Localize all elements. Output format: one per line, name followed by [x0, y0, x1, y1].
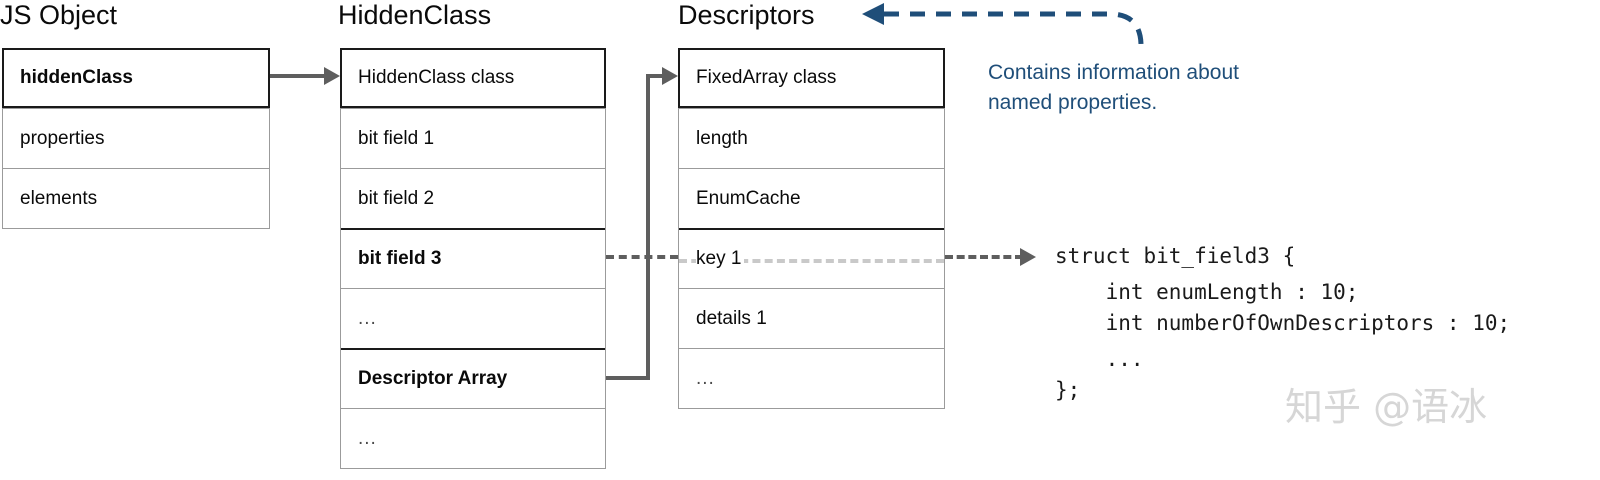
arrow-descriptor-array-h1	[606, 376, 650, 380]
row-label: bit field 3	[358, 248, 442, 269]
dash-key1-to-struct-head	[1020, 248, 1036, 266]
row-label: EnumCache	[696, 187, 801, 209]
dash-key1-to-struct	[945, 255, 1023, 259]
js-object-box: hiddenClass properties elements	[2, 48, 270, 229]
dash-bitfield3-to-key1	[606, 255, 678, 259]
arrow-descriptor-array-v	[646, 74, 650, 380]
row-label: key 1	[696, 248, 745, 270]
descriptors-box: FixedArray class length EnumCache key 1 …	[678, 48, 945, 409]
hidden-class-row-bit-field-2[interactable]: bit field 2	[341, 168, 605, 228]
annotation-line-1: Contains information about	[988, 61, 1239, 84]
descriptors-row-enumcache[interactable]: EnumCache	[679, 168, 944, 228]
row-label: FixedArray class	[696, 67, 837, 88]
hidden-class-row-ellipsis-2: ...	[341, 408, 605, 468]
row-label: ...	[696, 367, 715, 389]
hidden-class-row-bit-field-3[interactable]: bit field 3	[341, 228, 605, 288]
arrow-hiddenclass-to-hiddenclass-head	[324, 67, 340, 85]
code-line-enumlength: int enumLength : 10;	[1055, 280, 1359, 304]
row-label: ...	[358, 427, 377, 449]
arrow-descriptor-array-h2	[646, 74, 668, 78]
arrow-descriptor-array-head	[662, 67, 678, 85]
hidden-class-box: HiddenClass class bit field 1 bit field …	[340, 48, 606, 469]
js-object-row-elements[interactable]: elements	[3, 168, 269, 228]
column-title-descriptors: Descriptors	[678, 0, 815, 30]
hidden-class-row-class[interactable]: HiddenClass class	[340, 48, 606, 108]
row-label: details 1	[696, 307, 767, 329]
descriptors-row-length[interactable]: length	[679, 108, 944, 168]
row-label: ...	[358, 307, 377, 329]
row-label: length	[696, 127, 748, 149]
row-label: elements	[20, 187, 98, 209]
key1-dash-through	[679, 259, 944, 263]
column-title-hidden-class: HiddenClass	[338, 0, 492, 30]
row-label: properties	[20, 127, 105, 149]
row-label: HiddenClass class	[358, 67, 515, 88]
js-object-row-properties[interactable]: properties	[3, 108, 269, 168]
row-label: hiddenClass	[20, 67, 133, 88]
watermark: 知乎 @语冰	[1285, 385, 1488, 429]
descriptors-row-details-1[interactable]: details 1	[679, 288, 944, 348]
callout-arrow-blue	[862, 3, 1144, 50]
descriptors-row-key-1[interactable]: key 1	[679, 228, 944, 288]
code-line-numberofowndescriptors: int numberOfOwnDescriptors : 10;	[1055, 311, 1511, 335]
row-label: bit field 2	[358, 187, 435, 209]
column-title-js-object: JS Object	[0, 0, 118, 30]
js-object-row-hiddenclass[interactable]: hiddenClass	[2, 48, 270, 108]
descriptors-row-fixedarray-class[interactable]: FixedArray class	[678, 48, 945, 108]
hidden-class-row-bit-field-1[interactable]: bit field 1	[341, 108, 605, 168]
row-label: Descriptor Array	[358, 368, 508, 389]
code-line-struct-close: };	[1055, 378, 1081, 402]
code-line-ellipsis: ...	[1055, 347, 1144, 371]
arrow-hiddenclass-to-hiddenclass-line	[270, 74, 326, 78]
hidden-class-row-ellipsis-1: ...	[341, 288, 605, 348]
descriptors-row-ellipsis: ...	[679, 348, 944, 408]
hidden-class-row-descriptor-array[interactable]: Descriptor Array	[341, 348, 605, 408]
code-line-struct-open: struct bit_field3 {	[1055, 244, 1296, 268]
row-label: bit field 1	[358, 127, 435, 149]
annotation-line-2: named properties.	[988, 91, 1158, 114]
